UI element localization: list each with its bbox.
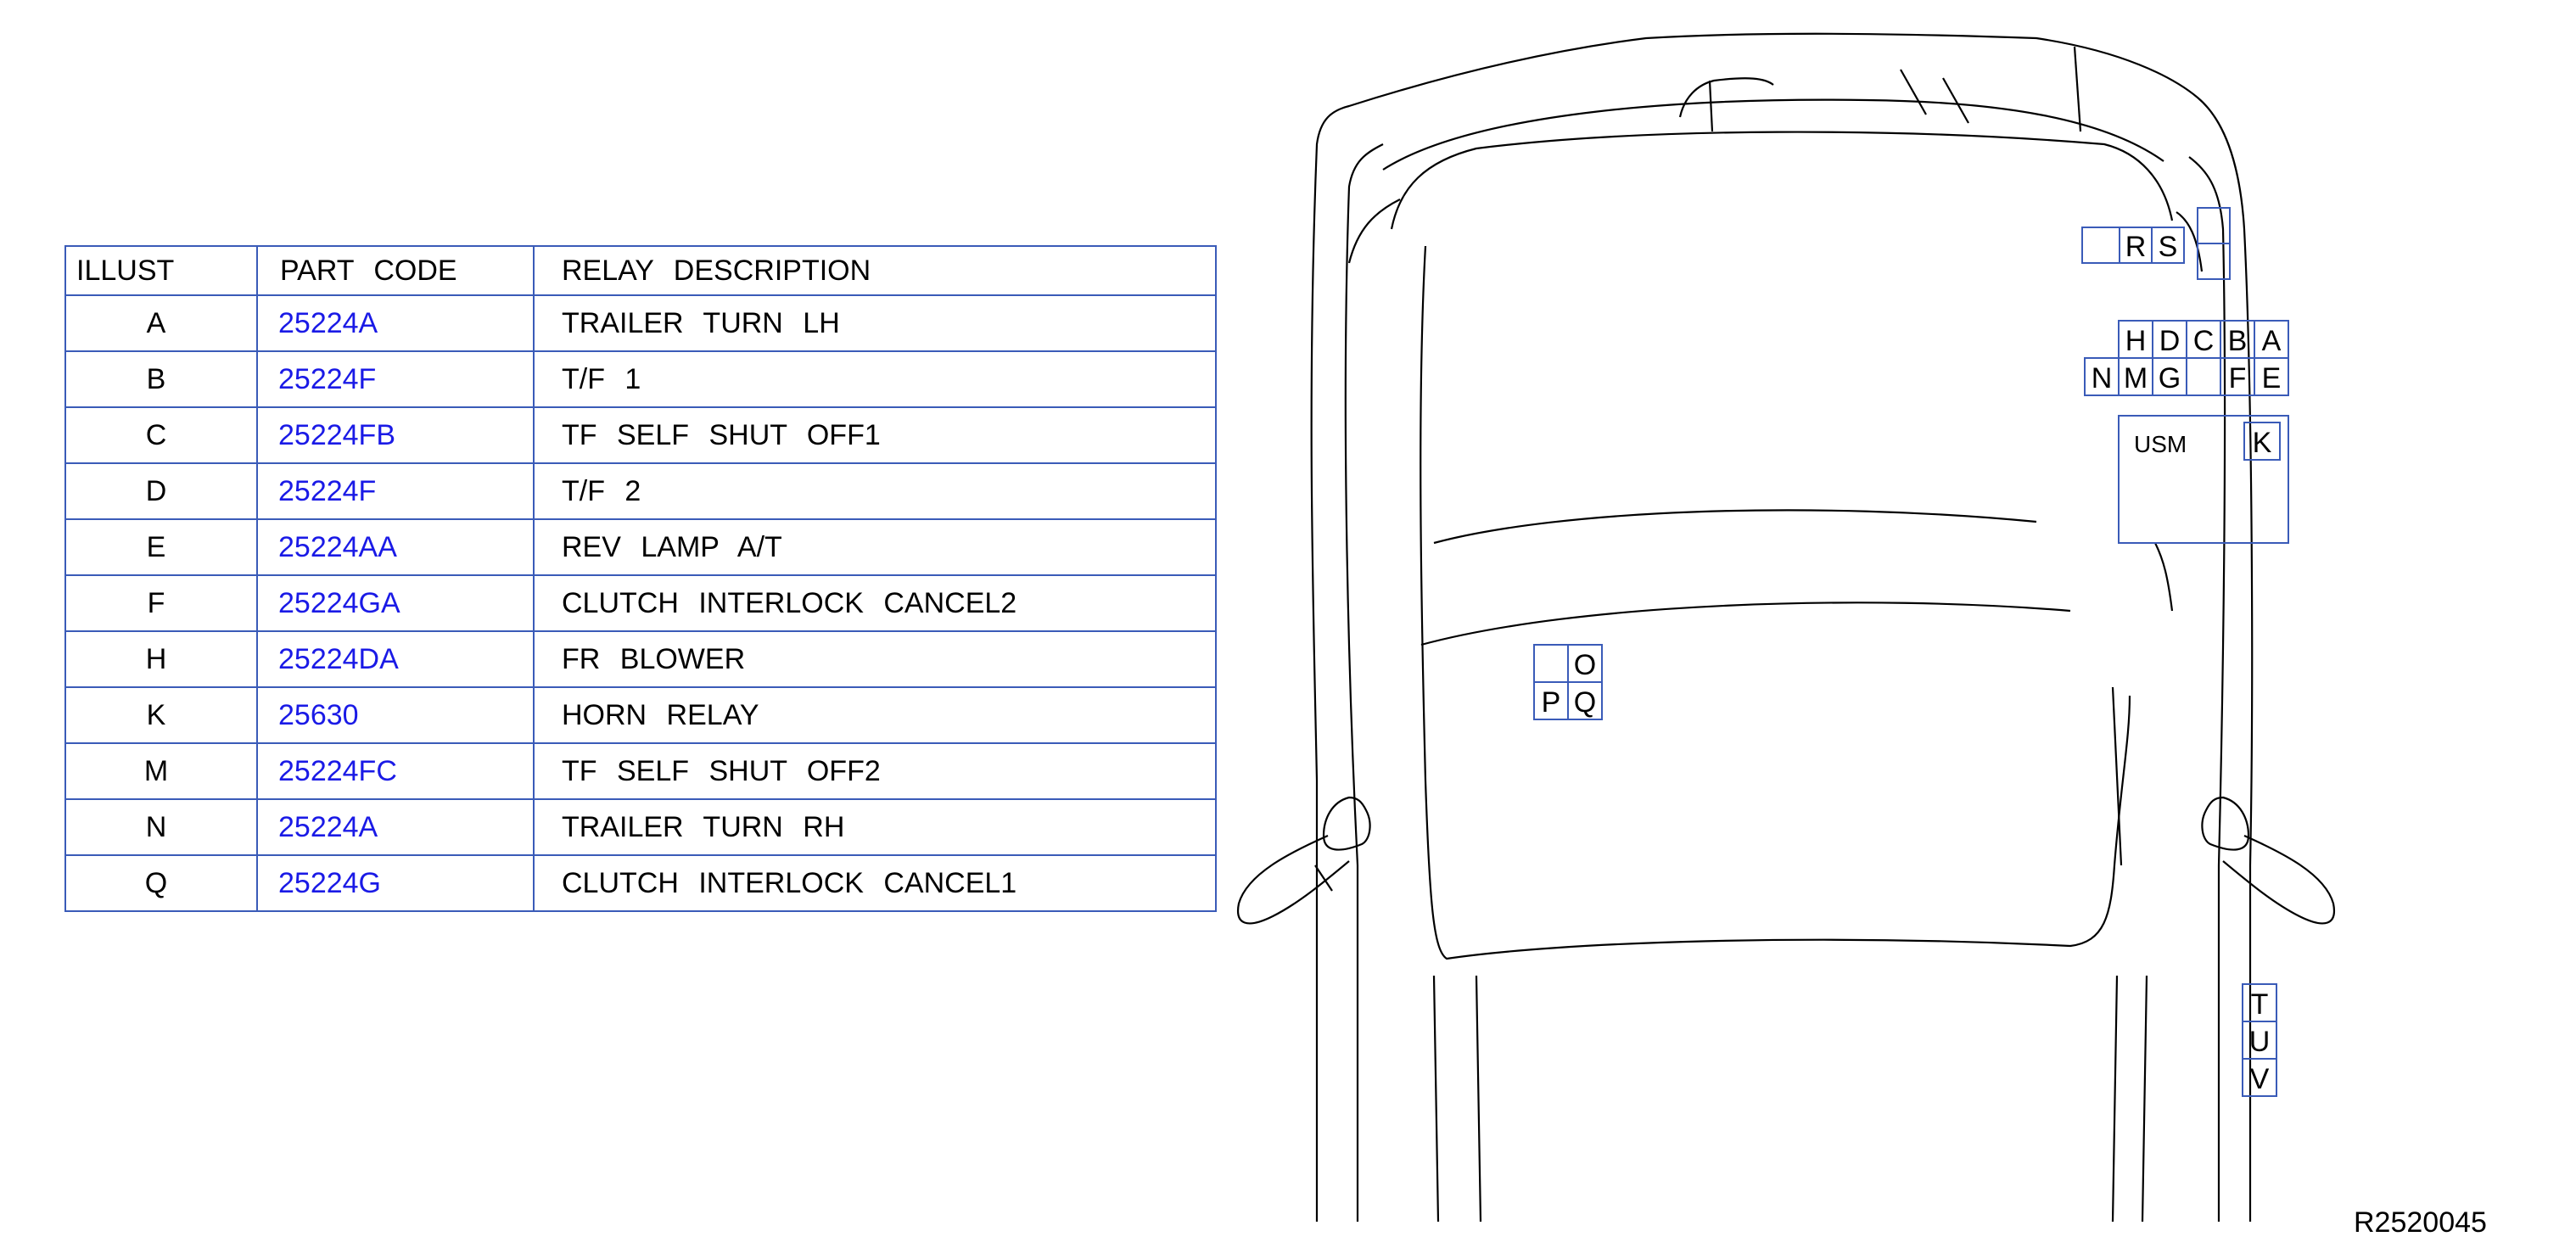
cell-part-code: 25224GA bbox=[256, 574, 535, 632]
cell-illust: E bbox=[64, 518, 258, 576]
cell-relay-description: HORN RELAY bbox=[533, 686, 1217, 744]
vehicle-outline bbox=[1236, 32, 2336, 1223]
col-header-relay-description: RELAY DESCRIPTION bbox=[533, 245, 1217, 296]
reference-code: R2520045 bbox=[2354, 1206, 2487, 1239]
cell-illust: C bbox=[64, 406, 258, 464]
relay-label-u: U bbox=[2249, 1026, 2271, 1058]
cell-illust: D bbox=[64, 462, 258, 520]
cell-relay-description: REV LAMP A/T bbox=[533, 518, 1217, 576]
relay-label-k: K bbox=[2253, 427, 2272, 459]
cell-part-code: 25224F bbox=[256, 350, 535, 408]
relay-block-upper: H D C B A N M G F E bbox=[2084, 320, 2289, 396]
cell-part-code: 25224FB bbox=[256, 406, 535, 464]
relay-label-n: N bbox=[2092, 362, 2113, 394]
cell-relay-description: CLUTCH INTERLOCK CANCEL2 bbox=[533, 574, 1217, 632]
usm-box: USM K bbox=[2118, 415, 2289, 544]
cell-relay-description: TF SELF SHUT OFF2 bbox=[533, 742, 1217, 800]
cell-illust: K bbox=[64, 686, 258, 744]
relay-label-r: R bbox=[2125, 231, 2147, 263]
cell-part-code: 25224G bbox=[256, 854, 535, 912]
relay-label-h: H bbox=[2125, 325, 2147, 357]
cell-illust: F bbox=[64, 574, 258, 632]
col-header-part-code: PART CODE bbox=[256, 245, 535, 296]
vehicle-top-view: R S H D C B A N M G F E USM K bbox=[1236, 32, 2336, 1223]
usm-label: USM bbox=[2134, 431, 2187, 457]
relay-group-right-stack bbox=[2197, 207, 2231, 280]
relay-label-s: S bbox=[2159, 231, 2178, 263]
cell-part-code: 25224A bbox=[256, 798, 535, 856]
relay-label-b: B bbox=[2228, 325, 2248, 357]
cell-part-code: 25630 bbox=[256, 686, 535, 744]
cell-relay-description: TRAILER TURN LH bbox=[533, 294, 1217, 352]
relay-label-p: P bbox=[1542, 686, 1561, 719]
relay-label-v: V bbox=[2250, 1063, 2270, 1095]
cell-relay-description: T/F 1 bbox=[533, 350, 1217, 408]
relay-block-tuv: T U V bbox=[2242, 983, 2277, 1097]
relay-label-c: C bbox=[2193, 325, 2215, 357]
cell-part-code: 25224FC bbox=[256, 742, 535, 800]
cell-relay-description: T/F 2 bbox=[533, 462, 1217, 520]
cell-illust: B bbox=[64, 350, 258, 408]
cell-relay-description: TF SELF SHUT OFF1 bbox=[533, 406, 1217, 464]
cell-illust: H bbox=[64, 630, 258, 688]
cell-illust: M bbox=[64, 742, 258, 800]
relay-label-d: D bbox=[2159, 325, 2181, 357]
relay-label-e: E bbox=[2262, 362, 2282, 394]
cell-relay-description: FR BLOWER bbox=[533, 630, 1217, 688]
cell-illust: N bbox=[64, 798, 258, 856]
relay-label-f: F bbox=[2229, 362, 2247, 394]
relay-label-q: Q bbox=[1574, 686, 1596, 719]
cell-relay-description: CLUTCH INTERLOCK CANCEL1 bbox=[533, 854, 1217, 912]
col-header-illust: ILLUST bbox=[64, 245, 258, 296]
cell-relay-description: TRAILER TURN RH bbox=[533, 798, 1217, 856]
relay-group-rs: R S bbox=[2081, 227, 2185, 264]
cell-part-code: 25224A bbox=[256, 294, 535, 352]
relay-label-a: A bbox=[2262, 325, 2282, 357]
cell-illust: Q bbox=[64, 854, 258, 912]
cell-part-code: 25224DA bbox=[256, 630, 535, 688]
cell-part-code: 25224AA bbox=[256, 518, 535, 576]
relay-label-g: G bbox=[2159, 362, 2181, 394]
cell-part-code: 25224F bbox=[256, 462, 535, 520]
relay-label-m: M bbox=[2124, 362, 2148, 394]
relay-block-left: O P Q bbox=[1533, 644, 1603, 720]
cell-illust: A bbox=[64, 294, 258, 352]
table-header-row: ILLUST PART CODE RELAY DESCRIPTION bbox=[64, 245, 1217, 296]
relay-label-o: O bbox=[1574, 649, 1596, 681]
relay-label-t: T bbox=[2251, 988, 2269, 1021]
